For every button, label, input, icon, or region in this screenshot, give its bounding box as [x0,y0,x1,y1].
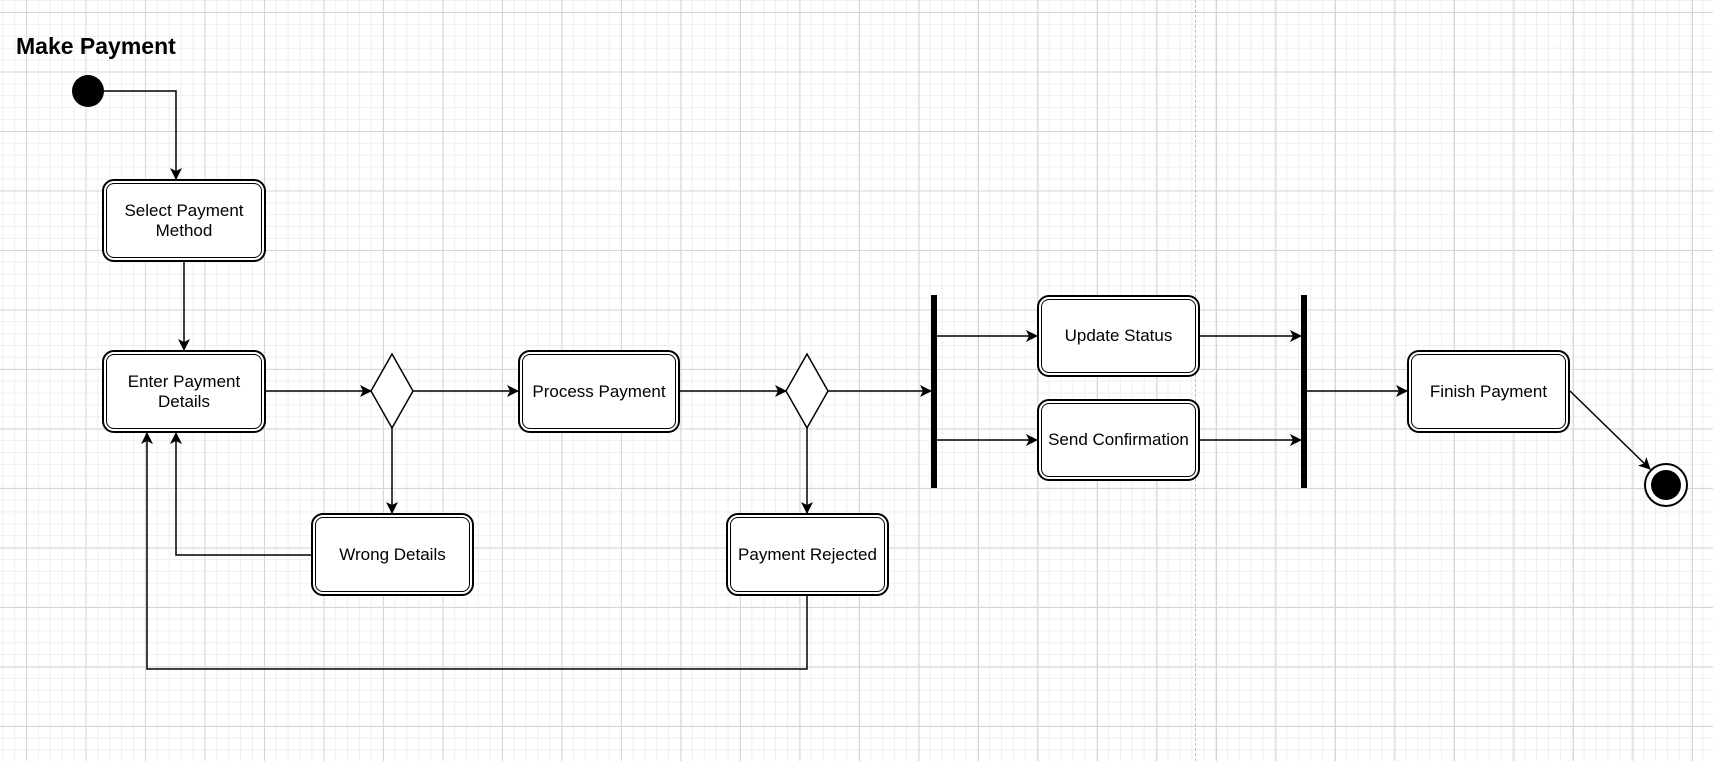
node-label: Payment Rejected [738,544,877,564]
wrong-details-node[interactable]: Wrong Details [311,513,474,596]
enter-payment-details-node[interactable]: Enter Payment Details [102,350,266,433]
edge-wrong-to-enter [170,432,311,556]
node-label: Select Payment Method [124,200,244,240]
node-label: Update Status [1064,326,1173,345]
edge-rejected-to-enter [141,432,808,670]
diagram-title: Make Payment [16,33,176,59]
select-payment-method-node[interactable]: Select Payment Method [102,179,266,262]
payment-rejected-node[interactable]: Payment Rejected [726,513,889,596]
node-label: Wrong Details [339,544,446,564]
page-divider [1195,0,1196,761]
node-label: Finish Payment [1429,381,1548,401]
update-status-node[interactable]: Update Status [1037,295,1200,377]
node-label: Send Confirmation [1048,430,1189,449]
node-label: Enter Payment Details [127,371,241,411]
details-decision[interactable] [370,352,414,430]
fork-bar[interactable] [931,295,937,488]
end-node[interactable] [1644,463,1688,507]
process-payment-node[interactable]: Process Payment [518,350,680,433]
edge-start-to-select [104,90,182,180]
finish-payment-node[interactable]: Finish Payment [1407,350,1570,433]
node-label: Process Payment [532,381,666,401]
edge-finish-to-end [1569,390,1651,470]
start-node[interactable] [72,75,104,107]
send-confirmation-node[interactable]: Send Confirmation [1037,399,1200,481]
join-bar[interactable] [1301,295,1307,488]
payment-decision[interactable] [785,352,829,430]
